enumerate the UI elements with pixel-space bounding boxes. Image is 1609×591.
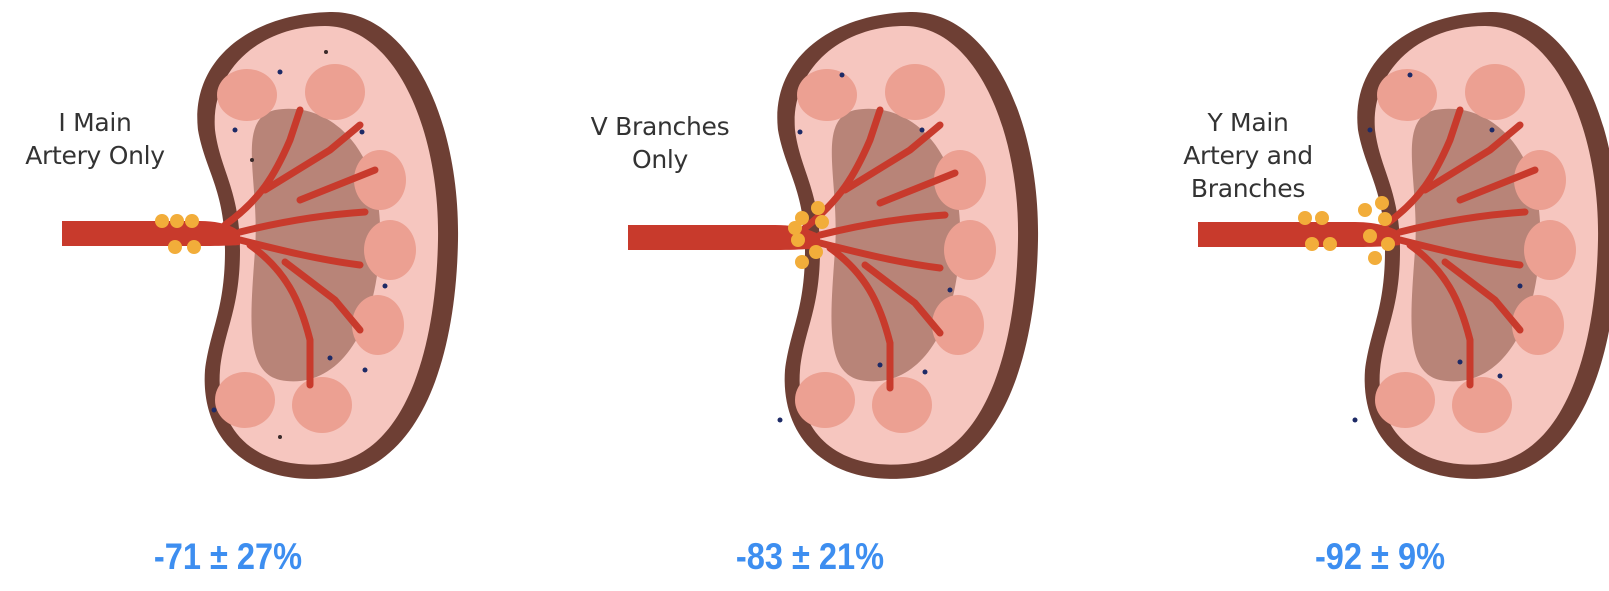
result-value: -83 ± 21% xyxy=(678,535,942,579)
panel-main-artery-and-branches: Y Main Artery and Branches -92 ± 9% xyxy=(1160,0,1609,591)
panel-main-artery-only: I Main Artery Only -71 ± 27% xyxy=(0,0,536,591)
treatment-label: Y Main Artery and Branches xyxy=(1160,106,1336,205)
kidney-illustration xyxy=(580,0,1116,500)
result-value: -92 ± 9% xyxy=(1248,535,1512,579)
result-value: -71 ± 27% xyxy=(96,535,360,579)
treatment-label: I Main Artery Only xyxy=(10,106,180,172)
kidney-illustration xyxy=(0,0,536,500)
kidney-illustration xyxy=(1160,0,1609,500)
treatment-label: V Branches Only xyxy=(575,110,745,176)
panel-branches-only: V Branches Only -83 ± 21% xyxy=(580,0,1116,591)
